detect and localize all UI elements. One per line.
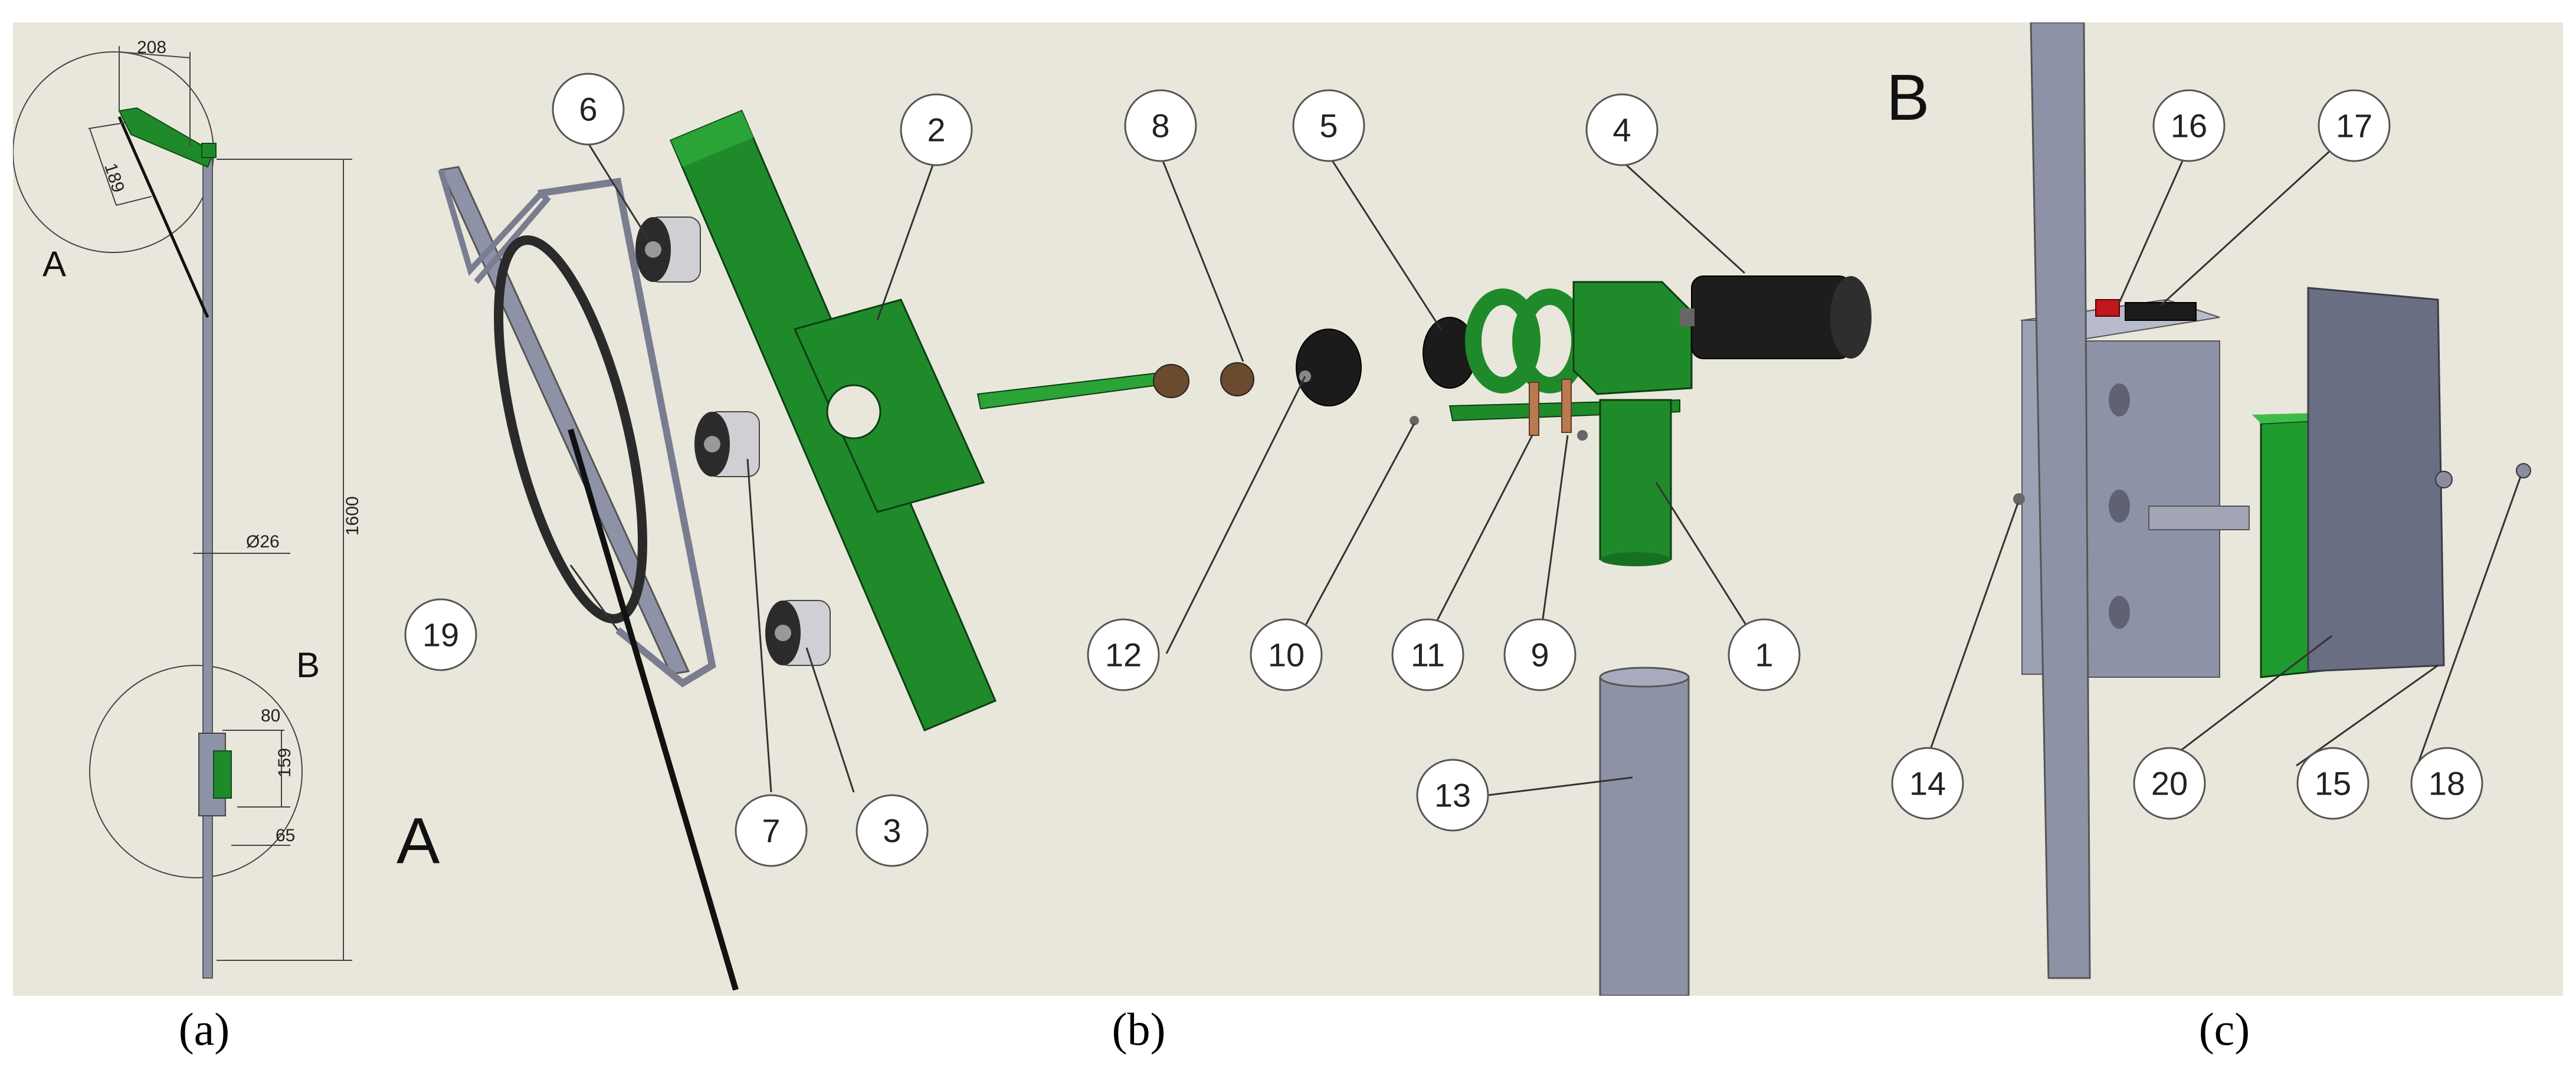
dim-1600: 1600 xyxy=(343,496,362,536)
caption-a: (a) xyxy=(178,1003,230,1055)
svg-text:4: 4 xyxy=(1613,111,1631,149)
callout-20: 20 xyxy=(2133,747,2206,820)
svg-text:16: 16 xyxy=(2171,107,2207,145)
pulley-12 xyxy=(1296,329,1362,406)
svg-text:14: 14 xyxy=(1909,765,1946,802)
callout-6: 6 xyxy=(552,73,625,146)
callout-16: 16 xyxy=(2152,89,2226,162)
roller-3 xyxy=(765,600,831,666)
pole xyxy=(2030,22,2091,979)
svg-text:6: 6 xyxy=(579,91,597,128)
svg-text:15: 15 xyxy=(2315,765,2351,802)
callout-12: 12 xyxy=(1087,618,1160,691)
caption-c: (c) xyxy=(2198,1003,2250,1055)
callout-3: 3 xyxy=(856,794,929,867)
svg-text:13: 13 xyxy=(1434,777,1471,814)
callout-19: 19 xyxy=(404,598,477,671)
screw-10 xyxy=(1410,416,1419,425)
callout-11: 11 xyxy=(1391,618,1464,691)
motor-4 xyxy=(1680,275,1872,359)
plate-15 xyxy=(2307,287,2445,672)
bracket-9 xyxy=(1561,379,1572,433)
red-switch-16 xyxy=(2095,299,2120,317)
frame-outline xyxy=(538,178,716,688)
bracket-11 xyxy=(1529,382,1539,436)
svg-text:17: 17 xyxy=(2336,107,2372,145)
pole-13 xyxy=(1599,676,1690,996)
pole xyxy=(202,152,213,979)
callout-2: 2 xyxy=(900,93,973,166)
shaft xyxy=(976,372,1159,410)
panel-a-overview: 208 189 1600 Ø26 80 159 65 A B xyxy=(13,22,394,996)
box-b-green xyxy=(213,750,232,799)
housing-hole-1 xyxy=(2109,383,2130,416)
callout-17: 17 xyxy=(2318,89,2391,162)
callout-18: 18 xyxy=(2410,747,2483,820)
detail-label-a: A xyxy=(42,244,66,284)
chassis-top xyxy=(671,111,753,167)
roller-7 xyxy=(694,411,760,477)
rod xyxy=(2148,506,2250,530)
housing-hole-2 xyxy=(2109,490,2130,523)
plate-screw xyxy=(2435,471,2453,488)
belt-line xyxy=(117,116,209,319)
dim-diameter-26: Ø26 xyxy=(246,532,280,552)
panel-c-drawing: B 16 17 14 20 15 1 xyxy=(1886,22,2531,979)
panel-b-drawing: A xyxy=(396,73,1872,996)
dim-80: 80 xyxy=(261,706,280,726)
svg-text:11: 11 xyxy=(1411,636,1445,674)
svg-text:20: 20 xyxy=(2151,765,2188,802)
bearing-8 xyxy=(1153,362,1254,398)
motor-housing-1 xyxy=(1448,281,1693,566)
dim-159: 159 xyxy=(275,748,294,777)
view-label-a: A xyxy=(396,805,440,877)
panel-b-exploded-head: A xyxy=(394,22,1883,996)
svg-text:5: 5 xyxy=(1319,107,1338,145)
callout-9: 9 xyxy=(1503,618,1577,691)
svg-text:19: 19 xyxy=(422,616,459,654)
chassis-crossbar xyxy=(793,298,985,513)
callout-14: 14 xyxy=(1891,747,1964,820)
roller-6 xyxy=(635,216,701,283)
chassis-hole xyxy=(826,384,881,439)
callout-8: 8 xyxy=(1124,89,1197,162)
callout-10: 10 xyxy=(1250,618,1323,691)
head-motor xyxy=(201,143,217,158)
callout-1: 1 xyxy=(1728,618,1801,691)
view-label-b: B xyxy=(1886,61,1929,134)
svg-text:7: 7 xyxy=(762,812,780,849)
callout-5: 5 xyxy=(1292,89,1365,162)
head-assembly xyxy=(118,107,215,168)
svg-text:12: 12 xyxy=(1105,636,1142,674)
belt-tail xyxy=(568,428,739,991)
svg-text:2: 2 xyxy=(927,111,945,149)
screw-18 xyxy=(2516,463,2531,478)
svg-text:1: 1 xyxy=(1755,636,1773,674)
panel-c-exploded-box: B 16 17 14 20 15 1 xyxy=(1883,22,2563,996)
callout-15: 15 xyxy=(2296,747,2369,820)
svg-text:3: 3 xyxy=(883,812,901,849)
dim-189: 189 xyxy=(100,161,128,195)
housing-hole-3 xyxy=(2109,596,2130,629)
detail-circle-b xyxy=(89,665,303,878)
callout-7: 7 xyxy=(735,794,808,867)
svg-text:8: 8 xyxy=(1151,107,1169,145)
dim-208: 208 xyxy=(137,38,166,57)
detail-label-b: B xyxy=(296,645,320,685)
dim-65: 65 xyxy=(276,826,295,845)
caption-b: (b) xyxy=(1112,1003,1166,1055)
svg-text:9: 9 xyxy=(1530,636,1549,674)
screw-9-head xyxy=(1577,430,1588,441)
callout-13: 13 xyxy=(1416,759,1489,832)
screw-14 xyxy=(2013,493,2025,505)
svg-text:10: 10 xyxy=(1268,636,1305,674)
callout-4: 4 xyxy=(1585,93,1659,166)
svg-text:18: 18 xyxy=(2428,765,2465,802)
belt-ring xyxy=(494,235,647,624)
panel-a-drawing: 208 189 1600 Ø26 80 159 65 A B xyxy=(13,38,362,979)
